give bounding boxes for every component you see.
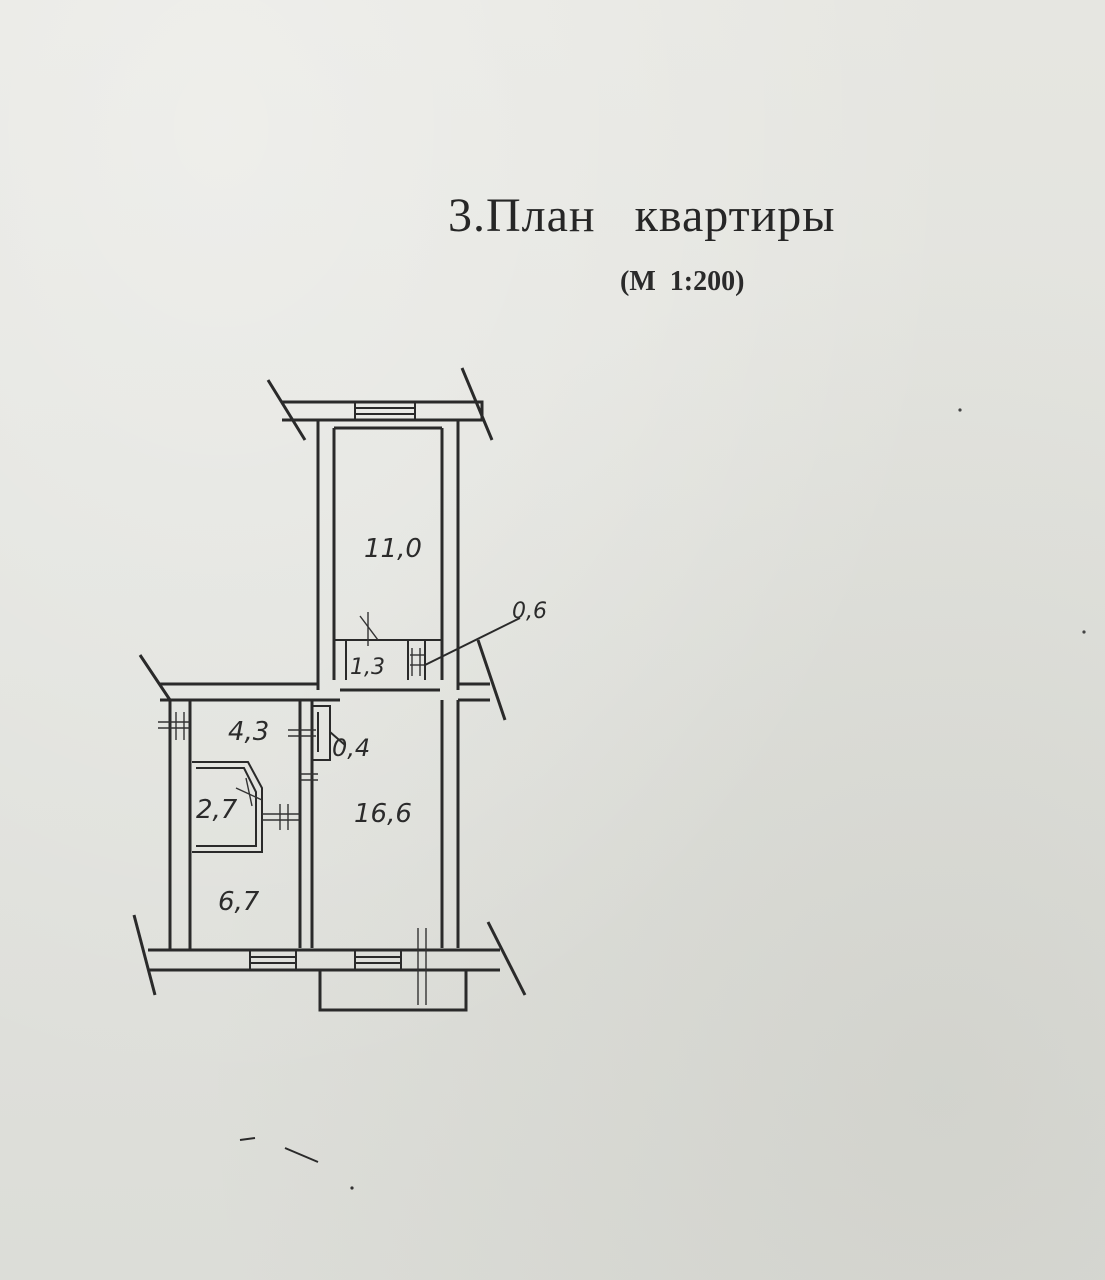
- room-label-niche: 0,4: [332, 734, 370, 762]
- pen-dot: [350, 1186, 354, 1190]
- plan-scale: (М 1:200): [620, 266, 745, 297]
- room-label-kitchen: 6,7: [218, 887, 260, 917]
- room-label-hall: 4,3: [228, 717, 269, 747]
- pen-mark: [239, 1137, 256, 1141]
- room-label-closet-0-6: 0,6: [512, 599, 547, 624]
- room-label-living: 16,6: [354, 799, 412, 829]
- room-label-bath: 2,7: [196, 795, 238, 825]
- pen-dot: [1082, 630, 1086, 634]
- top-room-walls: [266, 367, 494, 690]
- window-top: [354, 401, 416, 421]
- leader-line-closet: [424, 617, 521, 666]
- window-living: [354, 949, 402, 971]
- pen-dot: [958, 408, 962, 412]
- balcony: [318, 970, 468, 1012]
- window-kitchen: [249, 949, 297, 971]
- room-label-11: 11,0: [364, 534, 422, 564]
- lower-walls: [132, 700, 527, 1012]
- plan-title: 3.План квартиры: [448, 189, 836, 242]
- pen-mark: [284, 1147, 319, 1163]
- room-label-closet-1-3: 1,3: [350, 655, 385, 680]
